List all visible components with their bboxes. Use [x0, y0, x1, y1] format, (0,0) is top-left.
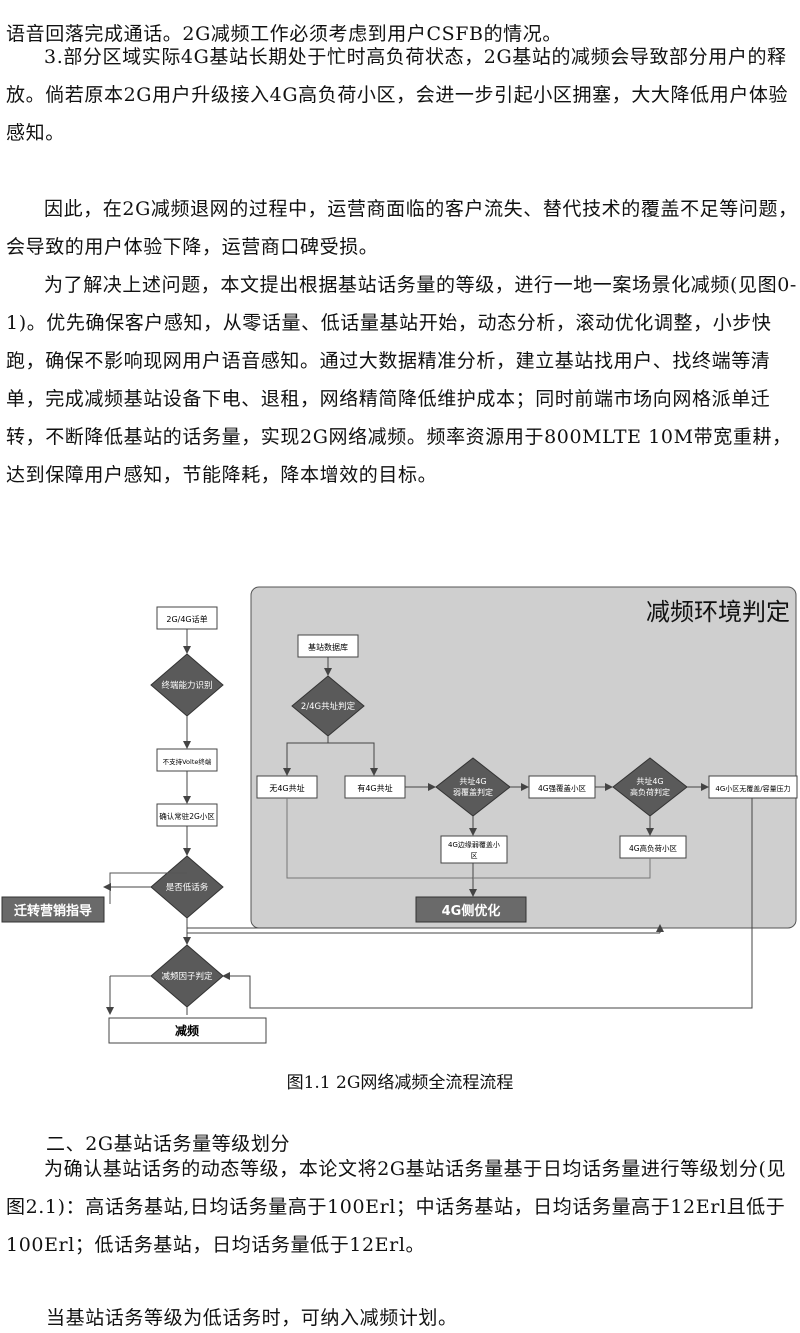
- panel-title: 减频环境判定: [646, 598, 790, 626]
- node-coloc-label: 2/4G共址判定: [301, 701, 356, 712]
- paragraph: 因此，在2G减频退网的过程中，运营商面临的客户流失、替代技术的覆盖不足等问题，会…: [6, 198, 798, 258]
- node-strong-cell-label: 4G强覆盖小区: [538, 783, 587, 793]
- node-no-pressure: [708, 775, 798, 799]
- node-4g-optimization-label: 4G侧优化: [442, 903, 501, 919]
- node-factor-label: 减频因子判定: [161, 971, 213, 982]
- node-no4g-label: 无4G共址: [269, 783, 304, 793]
- node-migrate: [1, 896, 105, 923]
- node-highload-label-1: 共址4G: [636, 776, 663, 786]
- node-edge-weak-label-1: 4G边缘弱覆盖小: [448, 840, 500, 849]
- section-heading: 二、2G基站话务量等级划分: [46, 1133, 291, 1155]
- node-no-pressure-label: 4G小区无覆盖/容量压力: [715, 784, 790, 793]
- paragraph: 为确认基站话务的动态等级，本论文将2G基站话务量基于日均话务量进行等级划分(见图…: [6, 1158, 787, 1256]
- node-reduce-label: 减频: [175, 1023, 199, 1038]
- node-reduce: [108, 1017, 267, 1044]
- figure-caption: 图1.1 2G网络减频全流程流程: [286, 1073, 514, 1093]
- node-highload-label-2: 高负荷判定: [630, 787, 670, 797]
- node-terminal-label: 终端能力识别: [161, 680, 212, 691]
- node-weakcov-label-1: 共址4G: [459, 776, 486, 786]
- node-has4g-label: 有4G共址: [357, 783, 392, 793]
- node-highload-cell-label: 4G高负荷小区: [629, 843, 678, 853]
- flowchart-figure: 减频环境判定 2G/4G话单 终端能力识别 不支持Volte终端 确认常驻2G小…: [1, 586, 798, 1044]
- node-confirm-label: 确认常驻2G小区: [159, 811, 215, 821]
- node-highload-cell: [619, 835, 687, 859]
- node-start-label: 2G/4G话单: [166, 614, 207, 624]
- node-no-volte-label: 不支持Volte终端: [163, 757, 212, 766]
- paragraph: 3.部分区域实际4G基站长期处于忙时高负荷状态，2G基站的减频会导致部分用户的释…: [6, 46, 789, 144]
- paragraph: 为了解决上述问题，本文提出根据基站话务量的等级，进行一地一案场景化减频(见图0-…: [6, 274, 797, 486]
- node-migrate-label: 迁转营销指导: [14, 903, 92, 919]
- node-4g-optimization: [415, 896, 527, 923]
- node-low-traffic-label: 是否低话务: [166, 882, 209, 893]
- node-edge-weak-label-2: 区: [471, 852, 478, 860]
- node-weakcov-label-2: 弱覆盖判定: [453, 787, 493, 797]
- paragraph-line: 语音回落完成通话。2G减频工作必须考虑到用户CSFB的情况。: [6, 23, 562, 45]
- paragraph-line: 当基站话务等级为低话务时，可纳入减频计划。: [46, 1307, 458, 1329]
- node-edge-weak: [440, 835, 508, 864]
- node-db-label: 基站数据库: [308, 642, 348, 652]
